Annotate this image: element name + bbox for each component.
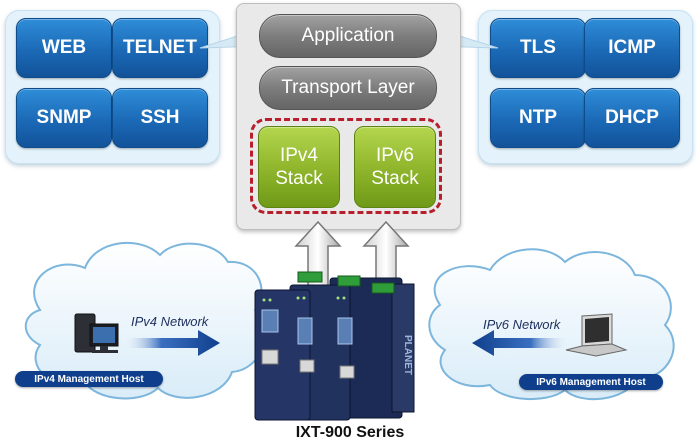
- protocol-icmp: ICMP: [584, 18, 680, 78]
- ipv6-network-label: IPv6 Network: [483, 317, 561, 332]
- ipv6-stack-line2: Stack: [371, 168, 419, 189]
- protocol-snmp: SNMP: [16, 88, 112, 148]
- ipv6-management-host-badge: IPv6 Management Host: [519, 374, 663, 390]
- left-arrow-icon: [472, 330, 570, 356]
- brand-label: PLANET: [402, 335, 413, 375]
- protocol-telnet: TELNET: [112, 18, 208, 78]
- ipv4-stack-line1: IPv4: [279, 145, 319, 166]
- protocol-web: WEB: [16, 18, 112, 78]
- application-layer: Application: [259, 14, 437, 58]
- device-series-caption: IXT-900 Series: [295, 424, 405, 441]
- ipv4-stack-line2: Stack: [275, 168, 323, 189]
- laptop-icon: [565, 313, 628, 357]
- protocol-ntp: NTP: [490, 88, 586, 148]
- ipv6-stack-line1: IPv6: [375, 145, 415, 166]
- ipv4-stack: IPv4 Stack: [258, 126, 340, 208]
- ipv4-network-label: IPv4 Network: [131, 314, 209, 329]
- ipv6-stack: IPv6 Stack: [354, 126, 436, 208]
- transport-layer: Transport Layer: [259, 66, 437, 110]
- protocol-dhcp: DHCP: [584, 88, 680, 148]
- protocol-tls: TLS: [490, 18, 586, 78]
- protocol-ssh: SSH: [112, 88, 208, 148]
- ipv4-management-host-badge: IPv4 Management Host: [15, 371, 163, 387]
- right-cloud-icon: [428, 248, 675, 401]
- desktop-pc-icon: [74, 313, 119, 353]
- dual-stack-outline: [250, 118, 442, 214]
- right-arrow-icon: [122, 330, 220, 356]
